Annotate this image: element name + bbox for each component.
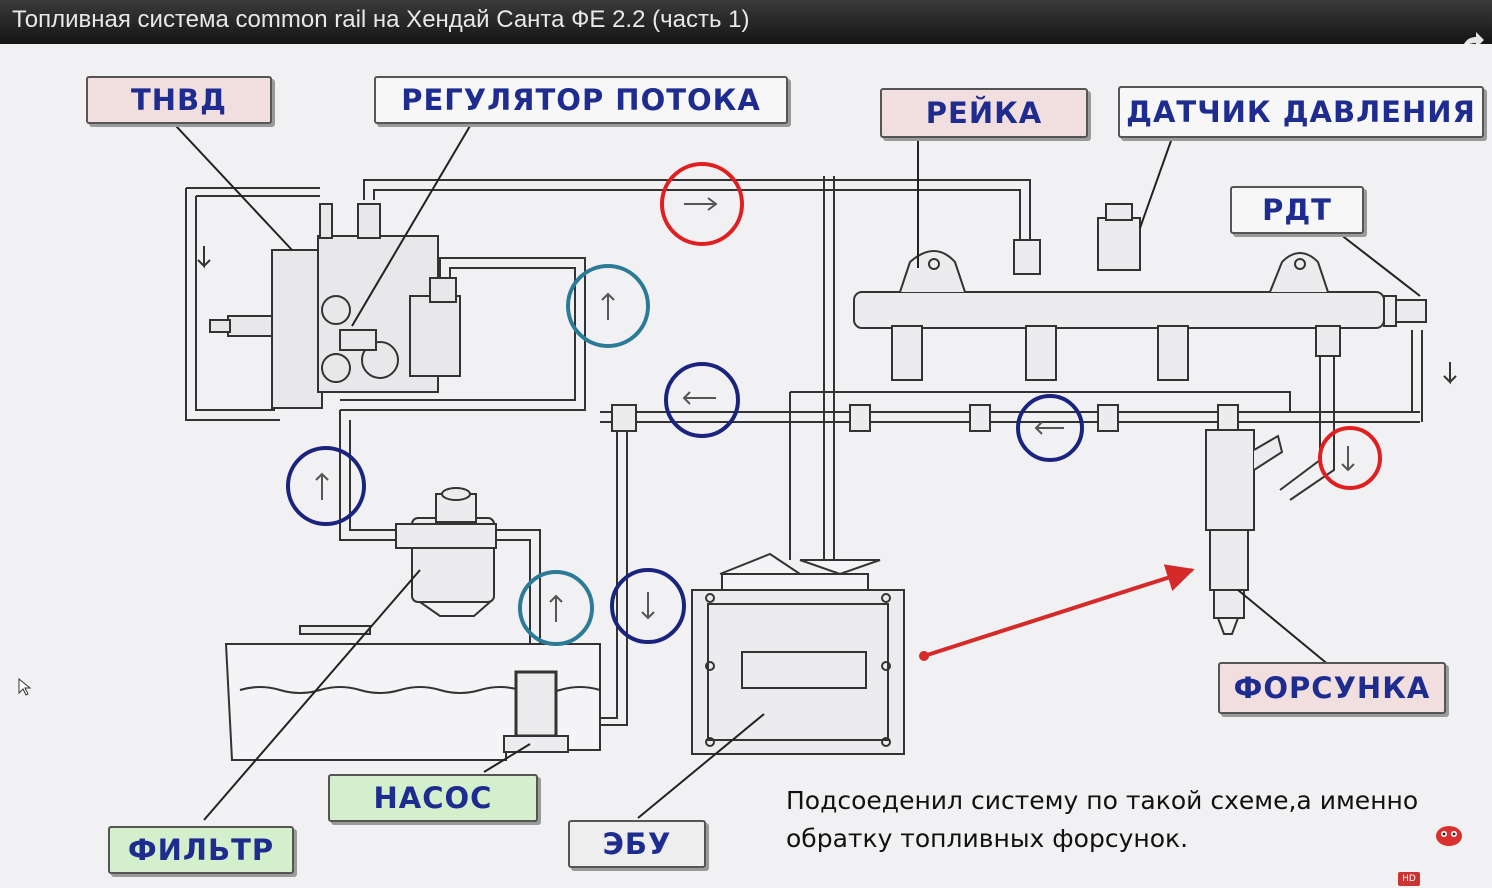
tank-pump bbox=[514, 670, 558, 738]
fuel-system-diagram bbox=[175, 125, 1457, 821]
label-ecu: ЭБУ bbox=[568, 820, 706, 868]
flow-marker-teal-1 bbox=[566, 264, 650, 348]
pointer-arrow bbox=[923, 564, 1195, 658]
hp-pump-body bbox=[271, 249, 323, 409]
label-filter: ФИЛЬТР bbox=[108, 826, 294, 874]
diagram-screen: ТНВД РЕГУЛЯТОР ПОТОКА РЕЙКА ДАТЧИК ДАВЛЕ… bbox=[0, 44, 1492, 888]
label-rdt: РДТ bbox=[1230, 186, 1364, 234]
label-regulator: РЕГУЛЯТОР ПОТОКА bbox=[374, 76, 788, 124]
label-injector: ФОРСУНКА bbox=[1218, 662, 1446, 714]
cursor-icon bbox=[18, 678, 32, 696]
label-pump: НАСОС bbox=[328, 774, 538, 822]
flow-marker-red-top bbox=[660, 162, 744, 246]
return-line bbox=[339, 410, 400, 541]
rail-body bbox=[853, 291, 1385, 329]
video-title: Топливная система common rail на Хендай … bbox=[12, 6, 750, 33]
caption-overlay: Подсоеденил систему по такой схеме,а име… bbox=[786, 782, 1418, 858]
video-title-bar: Топливная система common rail на Хендай … bbox=[0, 0, 1492, 50]
flow-marker-red-injector bbox=[1318, 426, 1382, 490]
hd-badge: HD bbox=[1398, 872, 1420, 886]
injector-body bbox=[1205, 429, 1255, 531]
label-rail: РЕЙКА bbox=[880, 88, 1088, 138]
caption-line-2: обратку топливных форсунок. bbox=[786, 824, 1189, 853]
flow-marker-teal-2 bbox=[518, 570, 594, 646]
regulator-loop bbox=[340, 257, 586, 411]
ecu-body bbox=[691, 589, 905, 755]
pump-loop-pipe bbox=[185, 188, 280, 421]
flow-marker-navy-2 bbox=[1016, 394, 1084, 462]
label-pressure-sensor: ДАТЧИК ДАВЛЕНИЯ bbox=[1118, 86, 1484, 138]
mascot-icon bbox=[1436, 826, 1462, 846]
flow-marker-navy-3 bbox=[286, 446, 366, 526]
flow-marker-navy-4 bbox=[610, 568, 686, 644]
flow-marker-navy-1 bbox=[664, 362, 740, 438]
label-tnvd: ТНВД bbox=[86, 76, 272, 124]
caption-line-1: Подсоеденил систему по такой схеме,а име… bbox=[786, 786, 1419, 815]
